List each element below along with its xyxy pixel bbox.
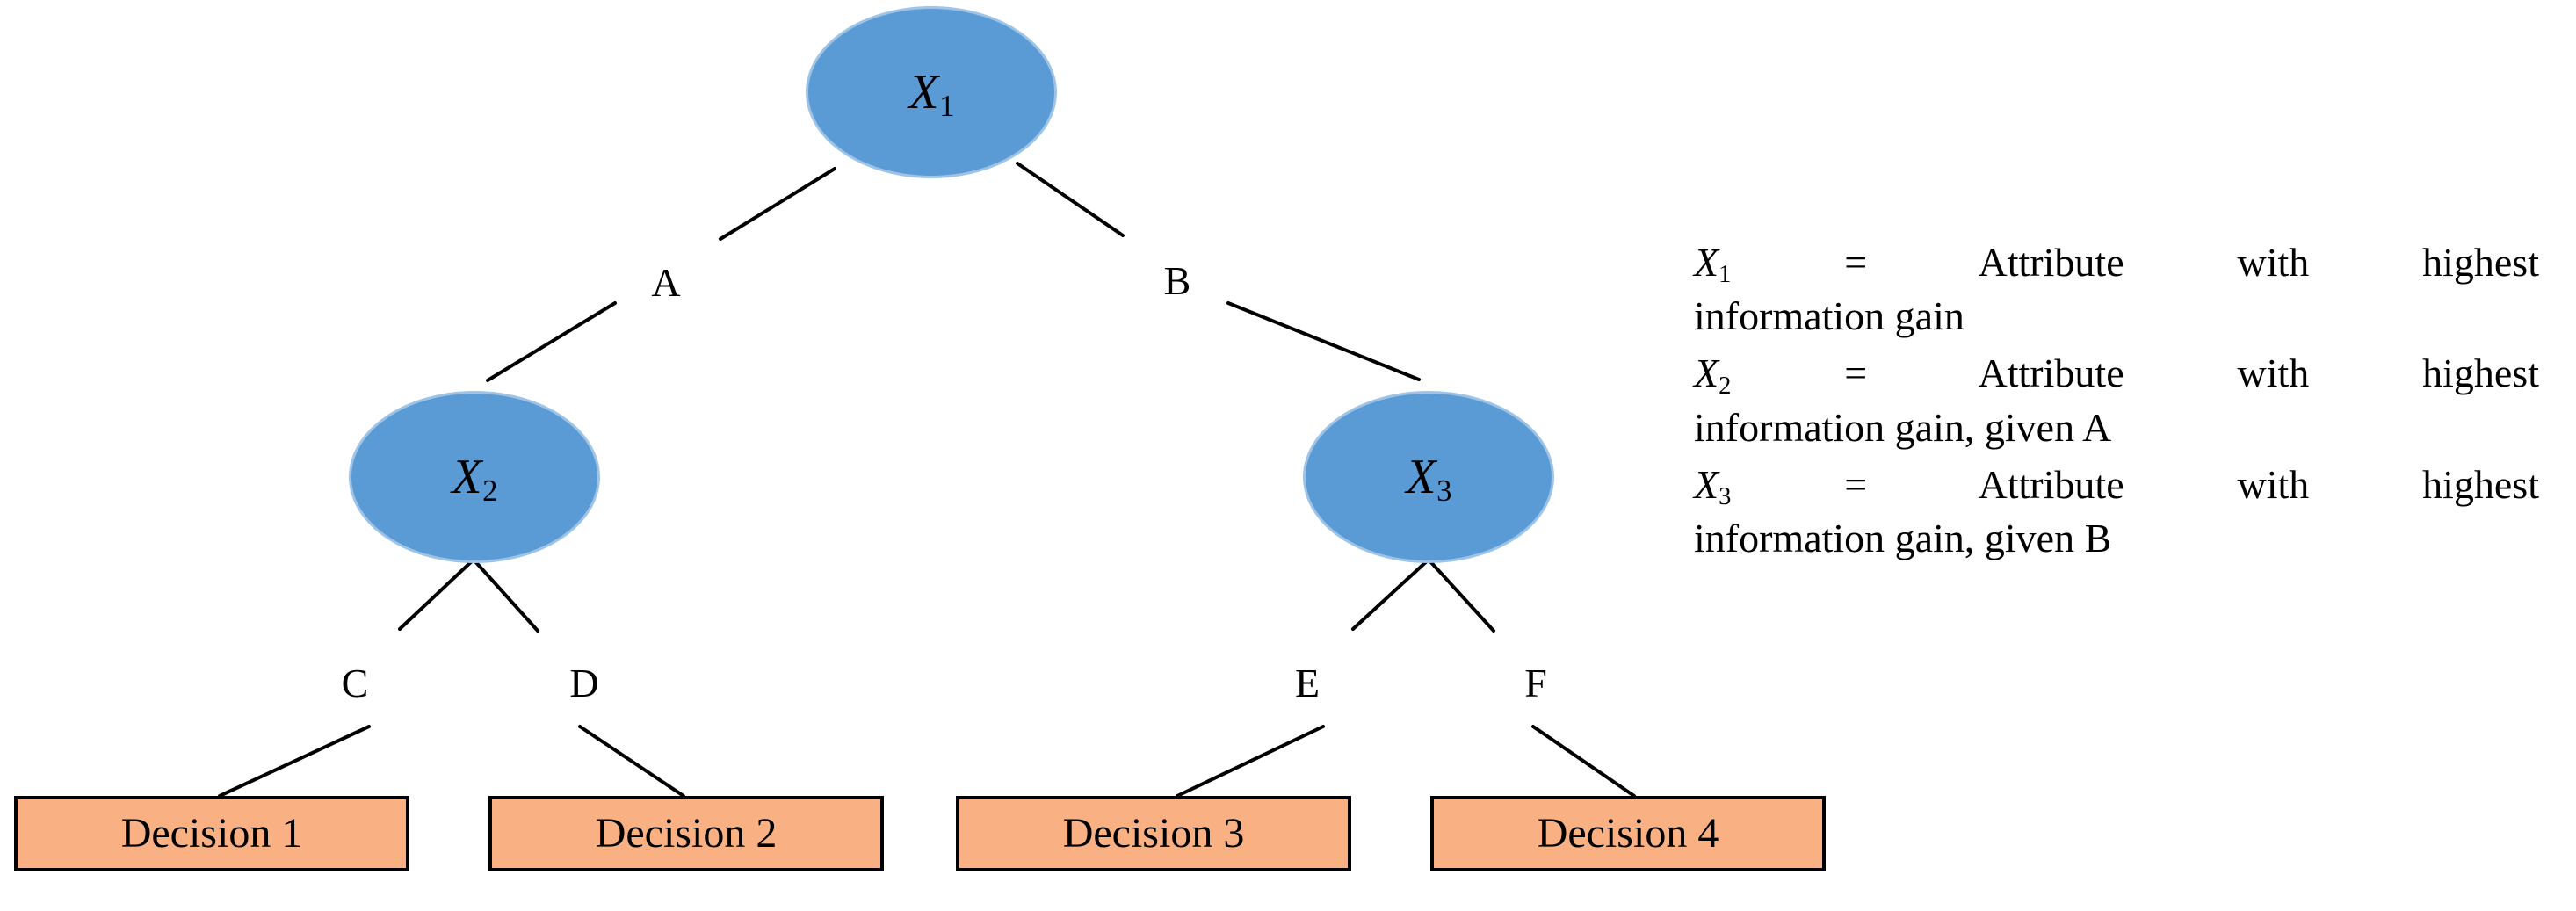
edge-f-to-decision-4	[1531, 725, 1636, 798]
legend-entry-x2-line-1: X2 = Attribute with highest	[1694, 346, 2539, 400]
legend-text-x1-line-1: Attribute with highest	[1978, 240, 2539, 285]
node-x3[interactable]: X3	[1306, 394, 1552, 560]
edge-x3-to-e	[1351, 558, 1430, 631]
legend: X1 = Attribute with highest information …	[1694, 235, 2539, 568]
edge-c-to-decision-1	[218, 725, 371, 798]
legend-equals-x1: =	[1844, 240, 1868, 285]
node-x1[interactable]: X1	[808, 9, 1054, 176]
node-x2[interactable]: X2	[351, 394, 597, 560]
leaf-decision-2-label: Decision 2	[595, 810, 778, 857]
legend-entry-x1-line-1: X1 = Attribute with highest	[1694, 235, 2539, 289]
legend-text-x3-line-1: Attribute with highest	[1978, 461, 2539, 507]
leaf-decision-2[interactable]: Decision 2	[488, 796, 884, 871]
edge-label-a: A	[651, 260, 681, 305]
edge-x1-to-a	[719, 167, 836, 241]
edge-label-b: B	[1163, 258, 1191, 303]
edge-d-to-decision-2	[578, 725, 685, 798]
legend-entry-x1-line-2: information gain	[1694, 293, 1965, 339]
edge-x2-to-c	[398, 558, 475, 631]
edge-label-d: D	[569, 661, 599, 705]
legend-var-x2: X2	[1694, 351, 1732, 400]
node-x1-label: X1	[908, 65, 955, 124]
legend-text-x2-line-1: Attribute with highest	[1978, 351, 2539, 396]
edge-layer	[218, 162, 1636, 798]
edge-x2-to-d	[472, 558, 539, 633]
node-x3-label: X3	[1406, 450, 1452, 509]
edge-x3-to-f	[1427, 558, 1495, 633]
leaf-decision-4-label: Decision 4	[1537, 810, 1719, 857]
edge-x1-to-b	[1016, 162, 1125, 237]
legend-equals-x2: =	[1844, 351, 1868, 396]
edge-b-to-x3	[1226, 301, 1421, 381]
leaf-decision-1-label: Decision 1	[120, 810, 303, 857]
edge-label-c: C	[341, 661, 369, 705]
legend-entry-x2-line-2: information gain, given A	[1694, 404, 2112, 450]
legend-var-x3: X3	[1694, 461, 1732, 511]
legend-entry-x1: X1 = Attribute with highest information …	[1694, 235, 2539, 343]
leaf-decision-1[interactable]: Decision 1	[14, 796, 409, 871]
legend-entry-x2: X2 = Attribute with highest information …	[1694, 346, 2539, 453]
leaf-decision-4[interactable]: Decision 4	[1430, 796, 1826, 871]
leaf-decision-3[interactable]: Decision 3	[956, 796, 1351, 871]
legend-var-x1: X1	[1694, 240, 1732, 289]
legend-equals-x3: =	[1844, 461, 1868, 507]
legend-entry-x3-line-1: X3 = Attribute with highest	[1694, 458, 2539, 511]
edge-label-f: F	[1524, 661, 1547, 705]
leaf-decision-3-label: Decision 3	[1062, 810, 1245, 857]
edge-a-to-x2	[486, 301, 617, 382]
legend-entry-x3-line-2: information gain, given B	[1694, 515, 2112, 560]
legend-entry-x3: X3 = Attribute with highest information …	[1694, 458, 2539, 565]
node-x2-label: X2	[452, 450, 498, 509]
edge-label-e: E	[1294, 661, 1321, 705]
edge-e-to-decision-3	[1176, 725, 1325, 798]
